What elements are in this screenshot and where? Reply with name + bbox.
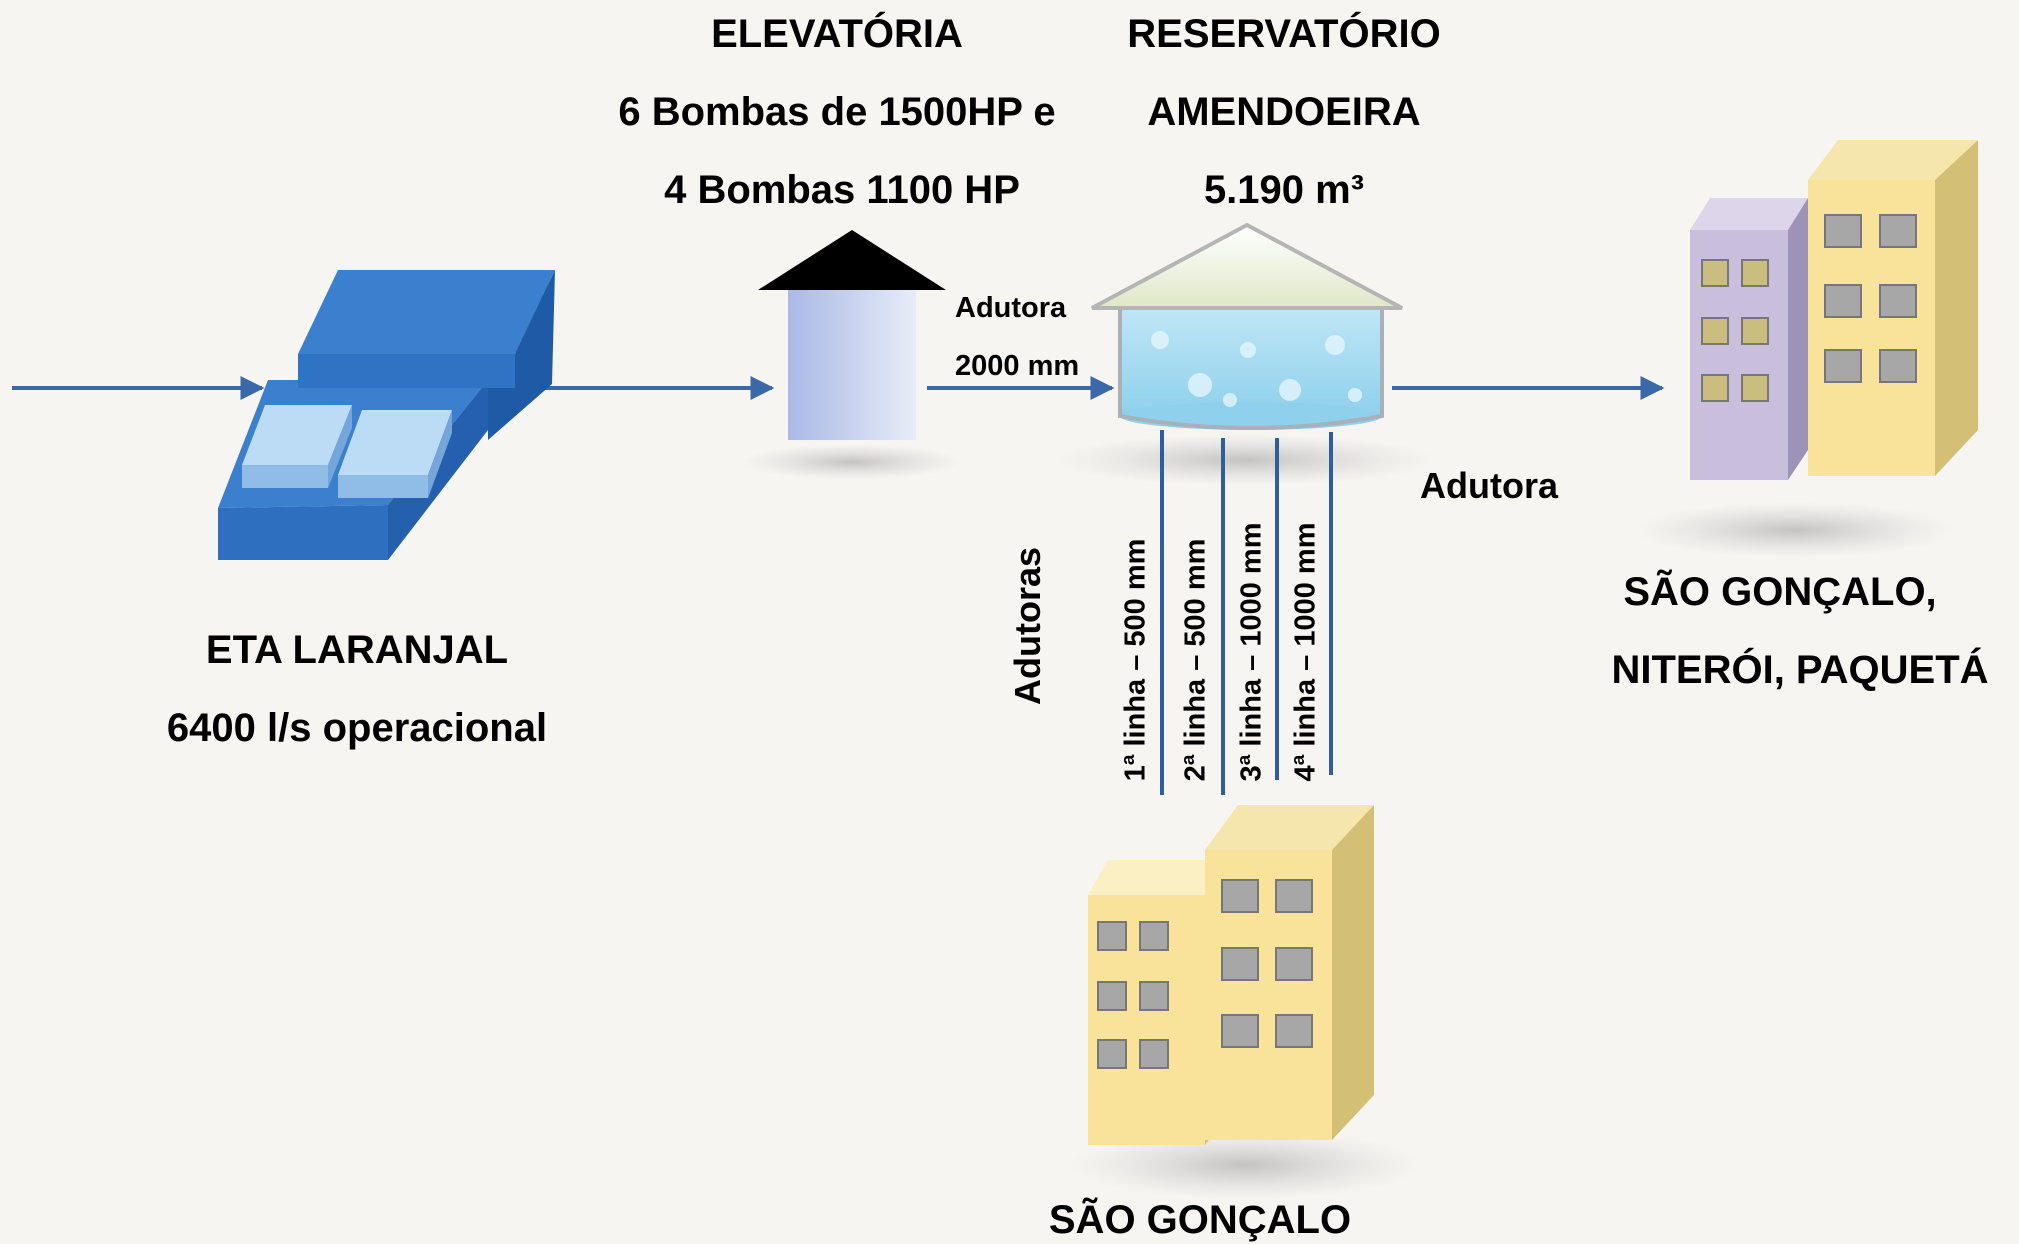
pipe-east-label: Adutora (1420, 465, 1558, 506)
dest-south-label: SÃO GONÇALO (1048, 1198, 1352, 1242)
elevatoria-pumps-line1: 6 Bombas de 1500HP e (618, 90, 1056, 134)
pipe-main-size: 2000 mm (955, 350, 1080, 382)
elevatoria-title: ELEVATÓRIA (711, 12, 963, 56)
pipe-line-label-2: 2ª linha – 500 mm (1179, 538, 1212, 782)
pipe-line-label-4: 4ª linha – 1000 mm (1289, 522, 1322, 782)
treatment-plant-icon (218, 270, 555, 560)
dest-east-line2: NITERÓI, PAQUETÁ (1611, 648, 1989, 692)
eta-capacity: 6400 l/s operacional (166, 706, 548, 750)
reservatorio-title: RESERVATÓRIO (1127, 12, 1441, 56)
pipe-line-label-1: 1ª linha – 500 mm (1119, 538, 1152, 782)
pump-station-icon (742, 230, 962, 480)
eta-name: ETA LARANJAL (205, 628, 509, 672)
adutora-pipes (1160, 430, 1333, 795)
reservatorio-volume: 5.190 m³ (1203, 168, 1365, 212)
pipe-line-label-3: 3ª linha – 1000 mm (1235, 522, 1268, 782)
elevatoria-pumps-line2: 4 Bombas 1100 HP (664, 168, 1020, 212)
dest-east-line1: SÃO GONÇALO, (1623, 570, 1937, 614)
reservatorio-name: AMENDOEIRA (1147, 90, 1421, 134)
reservoir-icon (1055, 222, 1435, 486)
pipe-main-label: Adutora (955, 292, 1067, 324)
adutoras-vertical-label: Adutoras (1007, 546, 1048, 706)
buildings-east-icon (1635, 140, 1978, 558)
buildings-south-icon (1070, 805, 1420, 1200)
